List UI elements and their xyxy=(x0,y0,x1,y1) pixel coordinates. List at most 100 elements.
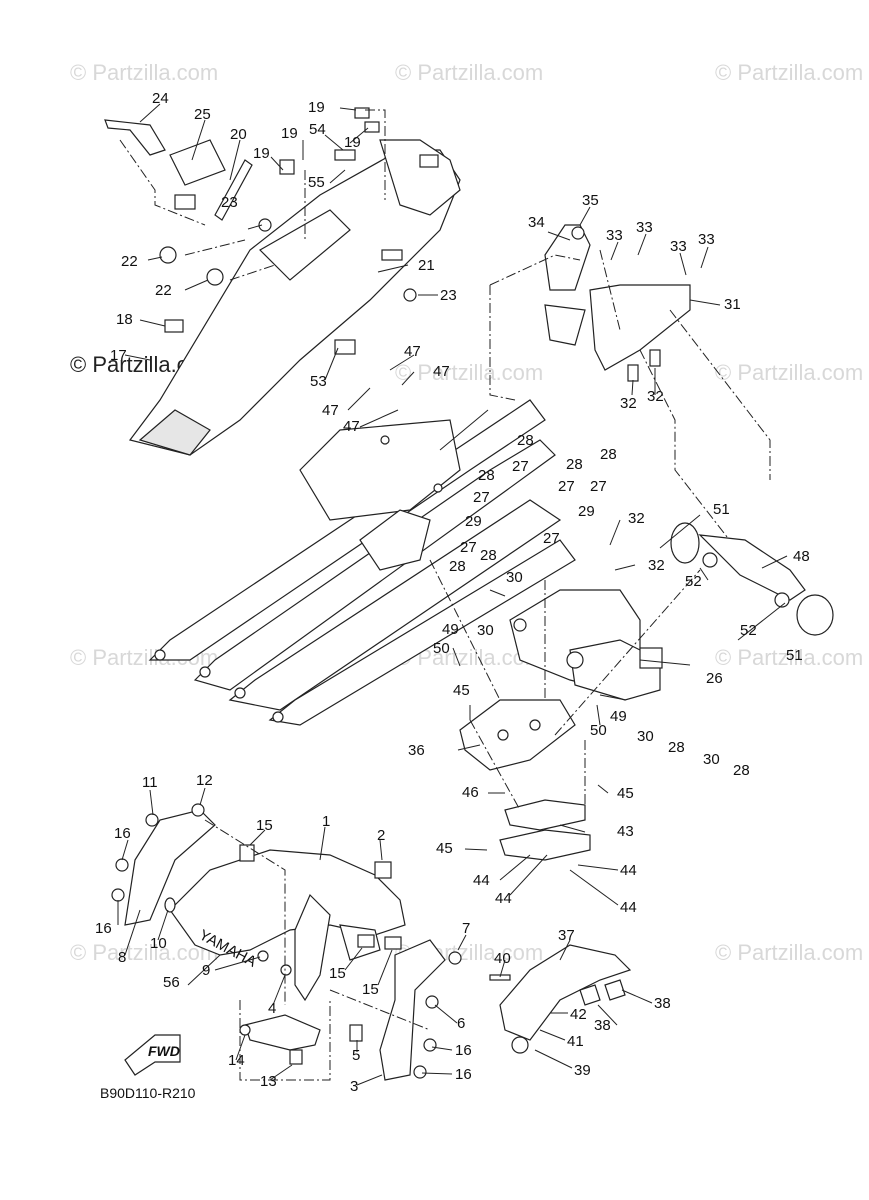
part-label: 6 xyxy=(457,1015,465,1032)
part-label: 47 xyxy=(322,402,339,419)
part-label: 37 xyxy=(558,927,575,944)
part-label: 4 xyxy=(268,1000,276,1017)
part-label: 38 xyxy=(654,995,671,1012)
part-label: 15 xyxy=(256,817,273,834)
watermark: © Partzilla.com xyxy=(395,360,543,385)
part-label: 14 xyxy=(228,1052,245,1069)
part-label: 44 xyxy=(620,899,637,916)
part-label: 46 xyxy=(462,784,479,801)
part-label: 10 xyxy=(150,935,167,952)
part-label: 41 xyxy=(567,1033,584,1050)
fwd-arrow: FWD xyxy=(124,1034,181,1076)
part-label: 28 xyxy=(733,762,750,779)
part-labels: 24 25 20 19 19 19 19 54 55 23 23 21 22 2… xyxy=(95,90,810,1095)
part-label: 1 xyxy=(322,813,330,830)
part-label: 20 xyxy=(230,126,247,143)
part-label: 45 xyxy=(617,785,634,802)
part-label: 38 xyxy=(594,1017,611,1034)
part-label: 43 xyxy=(617,823,634,840)
part-label: 52 xyxy=(740,622,757,639)
watermark: © Partzilla.com xyxy=(715,645,863,670)
part-label: 28 xyxy=(517,432,534,449)
part-label: 48 xyxy=(793,548,810,565)
part-label: 55 xyxy=(308,174,325,191)
part-label: 19 xyxy=(308,99,325,116)
part-label: 45 xyxy=(436,840,453,857)
part-label: 19 xyxy=(281,125,298,142)
part-label: 52 xyxy=(685,573,702,590)
part-label: 33 xyxy=(636,219,653,236)
tail-section xyxy=(489,224,771,561)
part-label: 12 xyxy=(196,772,213,789)
part-label: 15 xyxy=(362,981,379,998)
part-label: 27 xyxy=(512,458,529,475)
part-label: 30 xyxy=(703,751,720,768)
part-label: 45 xyxy=(453,682,470,699)
part-label: 30 xyxy=(637,728,654,745)
leader-lines xyxy=(117,103,788,1086)
part-label: 19 xyxy=(344,134,361,151)
watermark: © Partzilla.com xyxy=(715,940,863,965)
turn-signals xyxy=(554,522,834,736)
part-label: 5 xyxy=(352,1047,360,1064)
watermark: © Partzilla.com xyxy=(715,360,863,385)
part-label: 33 xyxy=(670,238,687,255)
part-label: 16 xyxy=(95,920,112,937)
watermark: © Partzilla.com xyxy=(70,940,218,965)
part-label: 32 xyxy=(647,388,664,405)
watermark: © Partzilla.com xyxy=(715,60,863,85)
part-label: 28 xyxy=(668,739,685,756)
watermark: © Partzilla.com xyxy=(70,60,218,85)
part-label: 51 xyxy=(786,647,803,664)
part-label: 15 xyxy=(329,965,346,982)
part-label: 32 xyxy=(620,395,637,412)
part-label: 53 xyxy=(310,373,327,390)
part-label: 16 xyxy=(455,1042,472,1059)
part-label: 28 xyxy=(600,446,617,463)
part-label: 29 xyxy=(465,513,482,530)
rear-frame xyxy=(148,399,576,726)
part-label: 33 xyxy=(698,231,715,248)
part-label: 13 xyxy=(260,1073,277,1090)
part-label: 51 xyxy=(713,501,730,518)
part-label: 11 xyxy=(142,774,158,791)
part-label: 42 xyxy=(570,1006,587,1023)
part-label: 18 xyxy=(116,311,133,328)
rear-seat-tray xyxy=(104,107,461,456)
part-label: 16 xyxy=(114,825,131,842)
part-label: 33 xyxy=(606,227,623,244)
part-label: 22 xyxy=(155,282,172,299)
part-label: 32 xyxy=(648,557,665,574)
part-label: 47 xyxy=(343,418,360,435)
part-label: 27 xyxy=(460,539,477,556)
bracket-37 xyxy=(489,944,632,1054)
part-label: 23 xyxy=(221,194,238,211)
part-label: 44 xyxy=(473,872,490,889)
part-label: 47 xyxy=(404,343,421,360)
part-label: 44 xyxy=(620,862,637,879)
part-label: 19 xyxy=(253,145,270,162)
part-label: 25 xyxy=(194,106,211,123)
part-label: 49 xyxy=(610,708,627,725)
part-label: 34 xyxy=(528,214,545,231)
front-fender: YAMAHA xyxy=(111,803,462,1081)
part-label: 32 xyxy=(628,510,645,527)
part-label: 36 xyxy=(408,742,425,759)
part-label: 30 xyxy=(506,569,523,586)
part-label: 28 xyxy=(449,558,466,575)
part-label: 49 xyxy=(442,621,459,638)
part-label: 7 xyxy=(462,920,470,937)
part-label: 27 xyxy=(543,530,560,547)
part-label: 24 xyxy=(152,90,169,107)
part-label: 27 xyxy=(473,489,490,506)
watermark: © Partzilla.com xyxy=(395,60,543,85)
rear-mudguard-assy xyxy=(429,559,663,861)
part-label: 21 xyxy=(418,257,435,274)
part-label: 2 xyxy=(377,827,385,844)
part-label: 26 xyxy=(706,670,723,687)
part-label: 27 xyxy=(590,478,607,495)
part-label: 31 xyxy=(724,296,741,313)
part-label: 27 xyxy=(558,478,575,495)
part-label: 39 xyxy=(574,1062,591,1079)
part-label: 9 xyxy=(202,962,210,979)
